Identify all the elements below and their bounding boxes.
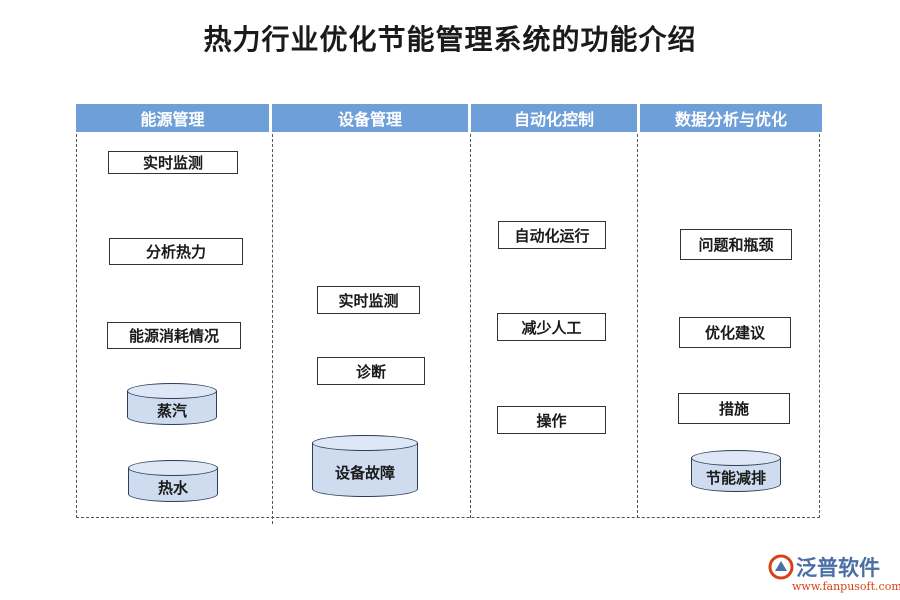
column-divider: [637, 134, 638, 518]
automation-item-box: 操作: [497, 406, 606, 434]
cylinder-label: 节能减排: [705, 468, 766, 487]
column-divider: [272, 134, 273, 524]
equipment-item-box: 诊断: [317, 357, 425, 385]
equipment-item-box: 实时监测: [317, 286, 420, 314]
brand-url: www.fanpusoft.com: [792, 580, 900, 593]
equipment-cylinder: 设备故障: [312, 435, 418, 497]
brand-logo: 泛普软件 www.fanpusoft.com: [764, 552, 900, 596]
diagram-title: 热力行业优化节能管理系统的功能介绍: [203, 23, 697, 56]
brand-name: 泛普软件: [796, 556, 880, 580]
column-divider: [470, 134, 471, 518]
analysis-item-box: 问题和瓶颈: [680, 229, 792, 260]
energy-item-box: 分析热力: [109, 238, 243, 265]
cylinder-label: 设备故障: [334, 463, 395, 482]
automation-item-box: 自动化运行: [498, 221, 606, 249]
column-header-equipment: 设备管理: [272, 104, 468, 134]
automation-item-box: 减少人工: [497, 313, 606, 341]
column-header-automation: 自动化控制: [471, 104, 637, 134]
energy-item-box: 实时监测: [108, 151, 238, 174]
analysis-item-box: 优化建议: [679, 317, 791, 348]
fanpu-logo-icon: [768, 554, 794, 580]
energy-item-box: 能源消耗情况: [107, 322, 241, 349]
column-header-energy: 能源管理: [76, 104, 269, 134]
energy-cylinder: 蒸汽: [127, 383, 217, 425]
cylinder-label: 蒸汽: [156, 401, 187, 420]
cylinder-label: 热水: [157, 478, 188, 497]
analysis-cylinder: 节能减排: [691, 450, 781, 492]
analysis-item-box: 措施: [678, 393, 790, 424]
column-header-analysis: 数据分析与优化: [640, 104, 822, 134]
energy-cylinder: 热水: [128, 460, 218, 502]
diagram-frame: [76, 134, 820, 518]
